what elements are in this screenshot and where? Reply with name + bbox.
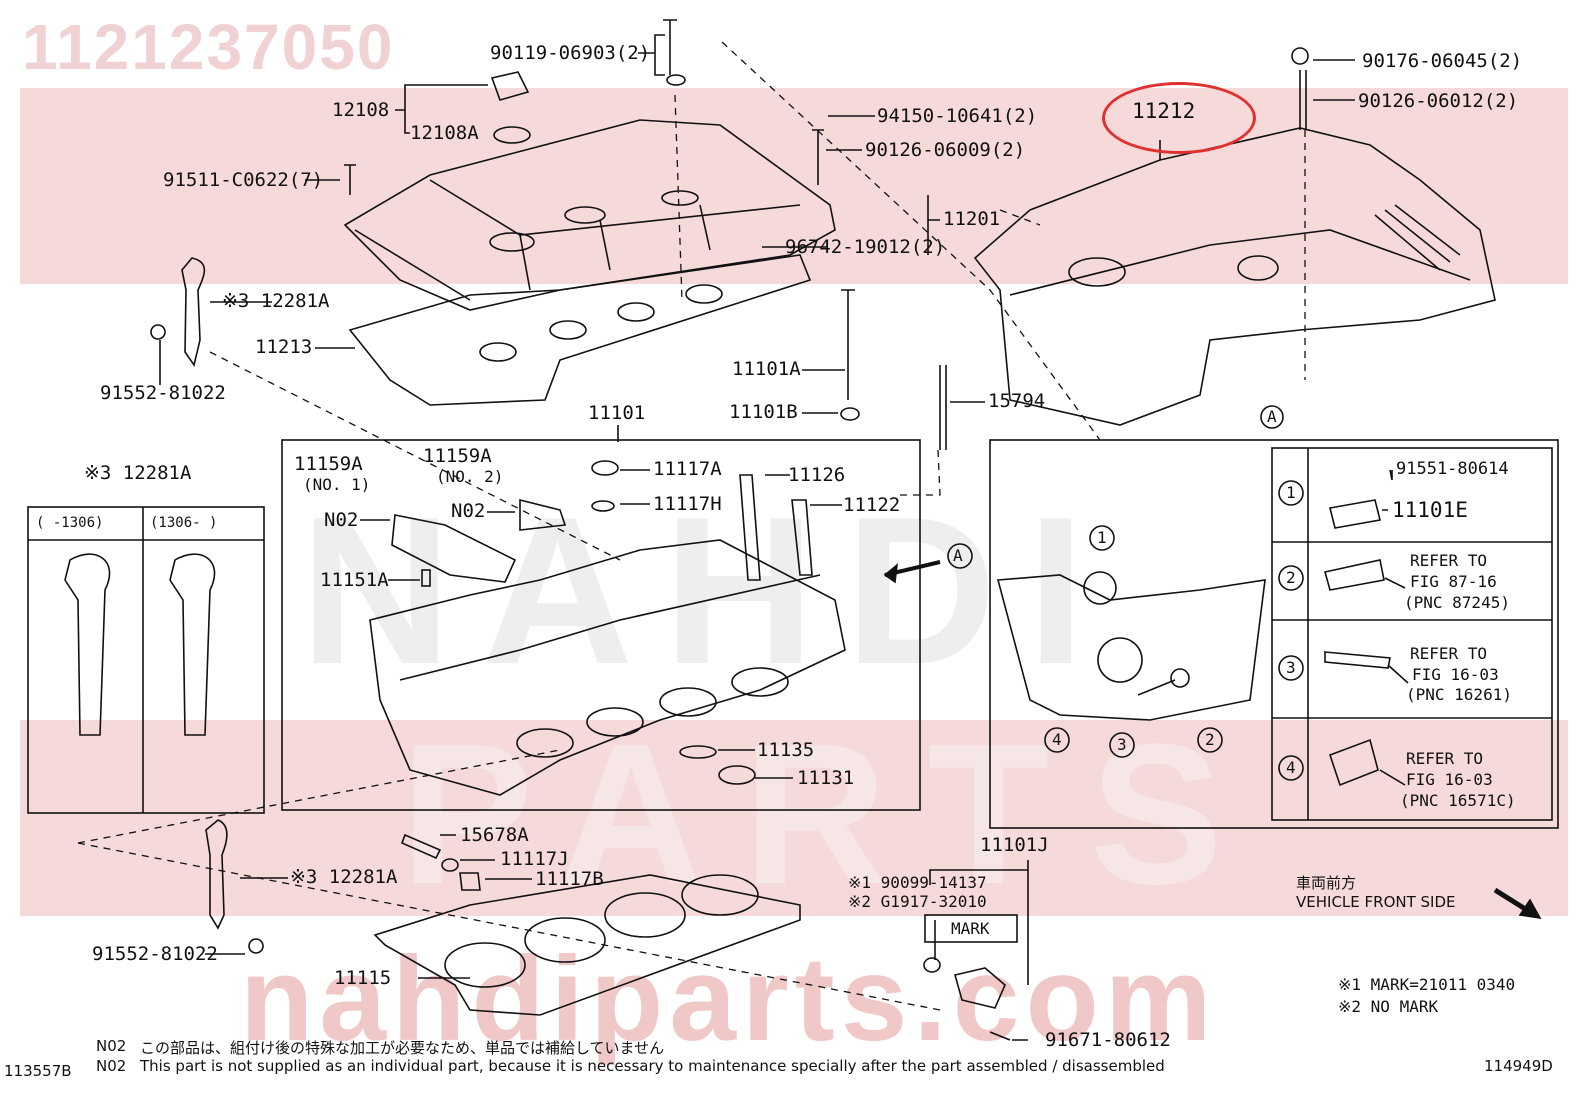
label-11117H[interactable]: 11117H [653,493,722,515]
detail-a-row2-num: 2 [1286,568,1296,587]
detail-a-row4-refer: REFER TO [1406,749,1484,768]
detail-a-row3-pnc: (PNC 16261) [1406,685,1512,704]
label-91671-80612[interactable]: 91671-80612 [1045,1029,1171,1051]
inset-12281A-col1: ( -1306) [36,515,104,531]
label-11101A[interactable]: 11101A [732,358,801,380]
detail-a-callout-2: 2 [1205,730,1215,749]
part-number-title: 1121237050 [22,11,395,83]
label-N02-mid[interactable]: N02 [451,500,486,522]
inset-12281A-col2: (1306- ) [150,515,218,531]
footer-n02-en-code: N02 [96,1057,127,1075]
detail-a-row4-pnc: (PNC 16571C) [1400,791,1516,810]
watermark-line-2: PARTS [400,703,1263,926]
detail-a-row2-refer: REFER TO [1410,551,1488,570]
label-12281A-top[interactable]: ※3 12281A [222,290,330,312]
label-12108[interactable]: 12108 [332,99,390,121]
detail-a-callout-3: 3 [1117,735,1127,754]
label-94150-10641[interactable]: 94150-10641(2) [877,105,1038,127]
label-91552-81022-top[interactable]: 91552-81022 [100,382,226,404]
label-11101B[interactable]: 11101B [729,401,798,423]
footer-n02-jp-text: この部品は、組付け後の特殊な加工が必要なため、単品では補給していません [140,1039,665,1057]
label-11159A-no1-sub: (NO. 1) [303,475,371,494]
label-11117J[interactable]: 11117J [500,848,569,870]
label-90119-06903[interactable]: 90119-06903(2) [490,42,651,64]
label-view-a-arrow: A [953,546,963,565]
detail-a-row2-fig[interactable]: FIG 87-16 [1410,572,1497,591]
label-G1917-32010[interactable]: ※2 G1917-32010 [848,892,987,911]
label-12108A[interactable]: 12108A [410,122,479,144]
label-N02-left[interactable]: N02 [324,509,359,531]
watermark-band-top [20,88,1568,284]
detail-a-callout-1: 1 [1097,528,1107,547]
label-11135[interactable]: 11135 [757,739,815,761]
label-96742-19012[interactable]: 96742-19012(2) [785,236,946,258]
footer-n02-jp-code: N02 [96,1037,127,1055]
label-11101[interactable]: 11101 [588,402,646,424]
watermark-line-1: NAHDI [300,473,1115,708]
label-11117A[interactable]: 11117A [653,458,722,480]
highlight-ring-11212 [1102,82,1256,154]
label-90126-06012[interactable]: 90126-06012(2) [1358,90,1519,112]
label-90099-14137[interactable]: ※1 90099-14137 [848,873,987,892]
footer-right-code: 114949D [1484,1057,1553,1075]
label-11131[interactable]: 11131 [797,767,855,789]
front-side-jp: 車両前方 [1296,874,1357,892]
label-11115[interactable]: 11115 [334,967,392,989]
label-90176-06045[interactable]: 90176-06045(2) [1362,50,1523,72]
label-15678A[interactable]: 15678A [460,824,529,846]
label-11159A-no1[interactable]: 11159A [294,453,363,475]
footer-left-code: 113557B [4,1062,72,1080]
detail-a-row3-refer: REFER TO [1410,644,1488,663]
inset-12281A-title: ※3 12281A [84,462,192,484]
label-11122[interactable]: 11122 [843,494,901,516]
detail-a-row1-part-91551[interactable]: 91551-80614 [1396,459,1509,479]
detail-a-title: A [1267,407,1277,426]
detail-a-row4-fig[interactable]: FIG 16-03 [1406,770,1493,789]
detail-a-row2-pnc: (PNC 87245) [1404,593,1510,612]
footer-n02-en-text: This part is not supplied as an individu… [140,1057,1165,1075]
label-11117B[interactable]: 11117B [535,868,604,890]
label-mark: MARK [951,919,990,938]
label-90126-06009[interactable]: 90126-06009(2) [865,139,1026,161]
detail-a-row3-fig[interactable]: FIG 16-03 [1412,665,1499,684]
label-12281A-bottom[interactable]: ※3 12281A [290,866,398,888]
label-11159A-no2[interactable]: 11159A [423,445,492,467]
label-11126[interactable]: 11126 [788,464,846,486]
detail-a-row4-num: 4 [1286,758,1296,777]
detail-a-row3-num: 3 [1286,658,1296,677]
label-91552-81022-bottom[interactable]: 91552-81022 [92,943,218,965]
detail-a-row1-part-11101E[interactable]: 11101E [1392,498,1468,522]
label-11101J[interactable]: 11101J [980,834,1049,856]
watermark-band-bottom [20,720,1568,916]
mark-legend-1: ※1 MARK=21011 0340 [1338,975,1516,994]
label-15794[interactable]: 15794 [988,390,1046,412]
front-side-en: VEHICLE FRONT SIDE [1296,893,1456,911]
label-11213[interactable]: 11213 [255,336,313,358]
label-11212[interactable]: 11212 [1132,99,1196,123]
label-11201[interactable]: 11201 [943,208,1001,230]
detail-a-row1-num: 1 [1286,483,1296,502]
label-11159A-no2-sub: (NO. 2) [436,467,504,486]
label-91511-C0622[interactable]: 91511-C0622(7) [163,169,324,191]
label-11151A[interactable]: 11151A [320,569,389,591]
detail-a-callout-4: 4 [1052,730,1062,749]
mark-legend-2: ※2 NO MARK [1338,997,1439,1016]
